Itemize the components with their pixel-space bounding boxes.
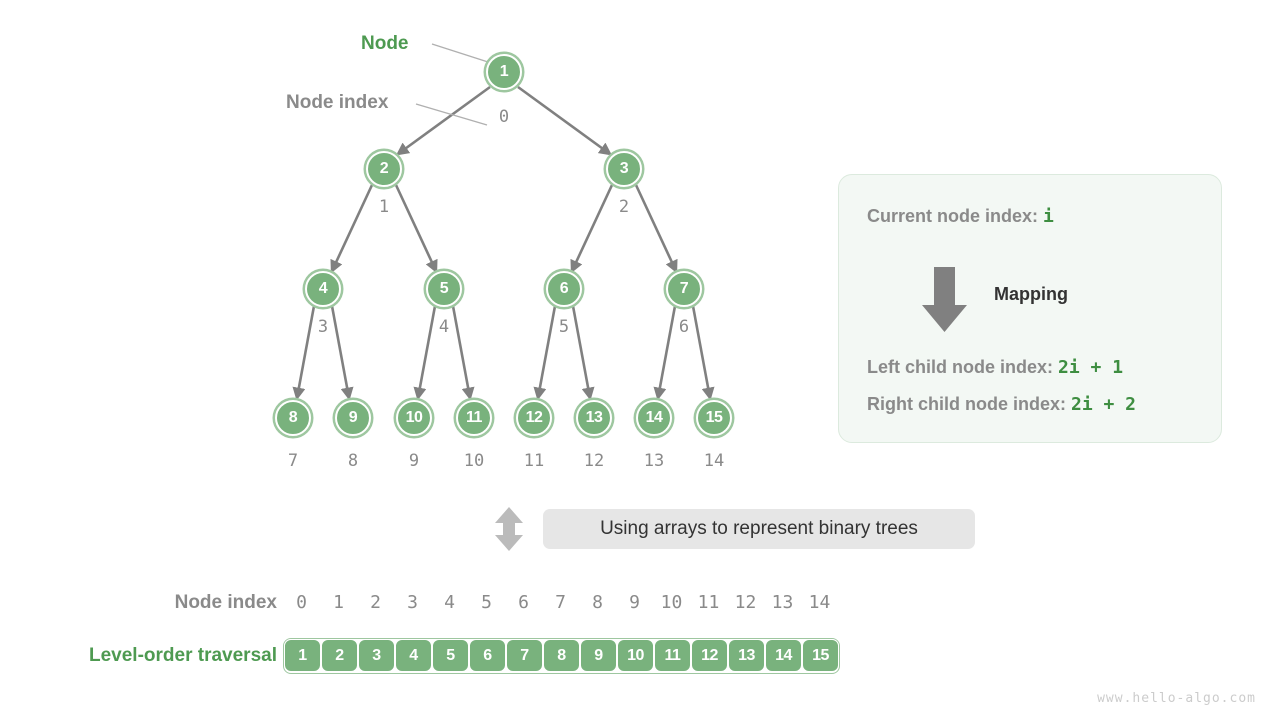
tree-node: 12 [516,400,552,436]
right-child-index-label: Right child node index: [867,394,1071,414]
array-index-label: 13 [771,592,794,613]
tree-node-index-label: 14 [703,451,725,471]
current-node-index-line: Current node index: i [867,206,1054,227]
callout-node-label: Node [361,33,409,54]
tree-node-index-label: 3 [317,317,329,337]
banner-using-arrays: Using arrays to represent binary trees [543,509,975,549]
array-cell: 9 [580,639,617,672]
array-cell: 15 [802,639,839,672]
tree-node: 3 [606,151,642,187]
array-index-label: 9 [629,592,640,613]
tree-node: 7 [666,271,702,307]
callout-node-index-label: Node index [286,92,389,113]
array-cell: 12 [691,639,728,672]
tree-node-index-label: 10 [463,451,485,471]
current-node-index-label: Current node index: [867,206,1044,226]
array-cell: 2 [321,639,358,672]
array-cell: 3 [358,639,395,672]
array-cell: 13 [728,639,765,672]
array-index-label: 4 [444,592,455,613]
tree-node: 14 [636,400,672,436]
array-node-index-row-label: Node index [174,592,277,613]
array-cell: 8 [543,639,580,672]
array-cell: 11 [654,639,691,672]
tree-node-index-label: 7 [287,451,299,471]
tree-node: 8 [275,400,311,436]
tree-node: 15 [696,400,732,436]
array-cell: 6 [469,639,506,672]
tree-node-index-label: 4 [438,317,450,337]
tree-node: 10 [396,400,432,436]
tree-node: 6 [546,271,582,307]
array-index-label: 7 [555,592,566,613]
tree-node-index-label: 0 [498,107,510,127]
tree-node: 2 [366,151,402,187]
tree-edge-group [292,85,715,401]
tree-node: 9 [335,400,371,436]
tree-node-index-label: 13 [643,451,665,471]
array-index-label: 12 [734,592,757,613]
tree-node-index-label: 12 [583,451,605,471]
array-index-label: 6 [518,592,529,613]
array-index-label: 0 [296,592,307,613]
tree-node-index-label: 9 [408,451,420,471]
tree-node-index-label: 8 [347,451,359,471]
tree-node-index-label: 5 [558,317,570,337]
array-index-label: 14 [808,592,831,613]
array-index-label: 5 [481,592,492,613]
array-cell: 1 [284,639,321,672]
tree-node-index-label: 11 [523,451,545,471]
tree-node-index-label: 6 [678,317,690,337]
array-level-order-row-label: Level-order traversal [89,645,277,666]
right-child-index-line: Right child node index: 2i + 2 [867,394,1136,415]
tree-node: 4 [305,271,341,307]
array-cell: 5 [432,639,469,672]
tree-node: 5 [426,271,462,307]
left-child-index-line: Left child node index: 2i + 1 [867,357,1123,378]
array-index-label: 2 [370,592,381,613]
array-cell: 7 [506,639,543,672]
tree-node: 13 [576,400,612,436]
array-index-label: 8 [592,592,603,613]
array-index-label: 10 [660,592,683,613]
current-node-index-value: i [1043,206,1054,227]
array-cell: 4 [395,639,432,672]
array-cell: 14 [765,639,802,672]
mapping-label: Mapping [994,284,1068,304]
tree-node: 11 [456,400,492,436]
array-cell: 10 [617,639,654,672]
tree-node: 1 [486,54,522,90]
array-index-label: 11 [697,592,720,613]
array-index-label: 3 [407,592,418,613]
left-child-index-value: 2i + 1 [1058,357,1124,378]
tree-node-index-label: 1 [378,197,390,217]
banner-text: Using arrays to represent binary trees [600,518,918,539]
callout-leader-lines [415,43,489,126]
watermark: www.hello-algo.com [1097,691,1256,706]
left-child-index-label: Left child node index: [867,357,1059,377]
array-index-label: 1 [333,592,344,613]
right-child-index-value: 2i + 2 [1071,394,1137,415]
mapping-info-panel: Current node index: i Mapping Left child… [838,174,1222,443]
tree-node-index-label: 2 [618,197,630,217]
